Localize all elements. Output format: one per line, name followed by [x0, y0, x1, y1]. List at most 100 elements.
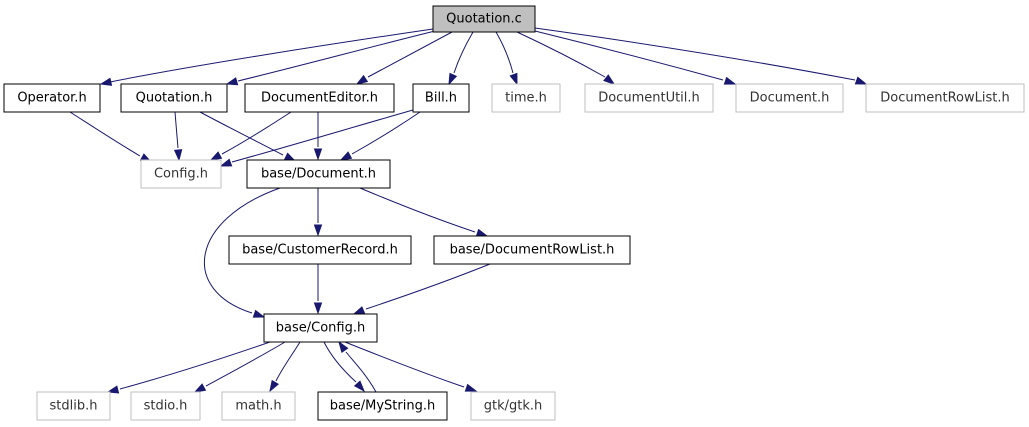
node-quotation-c[interactable]: Quotation.c: [432, 5, 536, 33]
edge-arrowhead: [448, 72, 458, 86]
edge-line: [275, 341, 301, 382]
edge-line: [221, 111, 292, 155]
node-base-config-h[interactable]: base/Config.h: [263, 313, 378, 343]
node-time-h[interactable]: time.h: [491, 83, 561, 113]
edge-arrowhead: [106, 385, 120, 394]
edge-line: [205, 341, 286, 387]
edge-arrowhead: [339, 151, 353, 161]
node-base-customerrecord-h[interactable]: base/CustomerRecord.h: [228, 235, 412, 265]
edge-arrowhead: [338, 340, 349, 354]
edge-documenteditor-h-to-config-h: [209, 111, 292, 161]
node-label: base/Document.h: [261, 167, 376, 182]
edge-quotation-c-to-quotation-h: [225, 30, 436, 86]
edge-arrowhead: [313, 302, 323, 315]
node-label: Quotation.c: [446, 12, 522, 27]
edge-quotation-c-to-time-h: [495, 31, 518, 86]
edge-quotation-c-to-bill-h: [448, 31, 474, 86]
edge-line: [516, 31, 606, 78]
node-documentutil-h[interactable]: DocumentUtil.h: [584, 83, 714, 113]
edge-arrowhead: [219, 158, 233, 167]
edge-arrowhead: [99, 77, 113, 86]
node-label: Bill.h: [425, 91, 457, 106]
edge-arrowhead: [193, 383, 207, 393]
node-config-h[interactable]: Config.h: [140, 159, 222, 189]
edge-arrowhead: [603, 74, 616, 85]
node-label: base/CustomerRecord.h: [242, 243, 398, 258]
edge-quotation-c-to-documentrowlist-h: [534, 27, 868, 85]
edge-arrowhead: [225, 77, 239, 86]
edge-arrowhead: [209, 151, 223, 161]
edge-quotation-c-to-documentutil-h: [516, 31, 616, 85]
edge-line: [199, 111, 284, 156]
node-label: Document.h: [750, 91, 830, 106]
edge-base-document-h-to-base-documentrowlist-h: [359, 187, 489, 237]
edge-operator-h-to-config-h: [69, 111, 153, 163]
node-label: gtk/gtk.h: [484, 399, 543, 414]
node-label: stdio.h: [144, 399, 188, 414]
node-quotation-h[interactable]: Quotation.h: [120, 83, 228, 113]
node-label: DocumentEditor.h: [261, 91, 378, 106]
edge-arrowhead: [464, 383, 478, 392]
node-base-documentrowlist-h[interactable]: base/DocumentRowList.h: [433, 235, 631, 265]
edge-quotation-c-to-document-h: [534, 30, 737, 85]
edge-arrowhead: [313, 148, 323, 161]
node-math-h[interactable]: math.h: [221, 391, 296, 421]
node-label: Config.h: [154, 167, 208, 182]
edge-line: [351, 111, 421, 155]
edge-arrowhead: [269, 379, 280, 393]
edge-base-config-h-to-math-h: [269, 341, 301, 393]
edge-base-document-h-to-base-config-h: [203, 187, 281, 318]
edge-base-config-h-to-gtk-gtk-h: [344, 341, 478, 392]
node-label: base/Config.h: [276, 321, 365, 336]
node-documentrowlist-h[interactable]: DocumentRowList.h: [865, 83, 1025, 113]
edge-layer: [69, 27, 868, 394]
edge-line: [365, 263, 491, 310]
edge-quotation-c-to-documenteditor-h: [355, 31, 453, 85]
edge-line: [119, 341, 271, 390]
edge-quotation-h-to-config-h: [173, 111, 183, 162]
edge-base-config-h-to-base-mystring-h: [323, 341, 366, 393]
edge-quotation-c-to-operator-h: [99, 28, 434, 86]
edge-arrowhead: [353, 380, 366, 393]
node-operator-h[interactable]: Operator.h: [3, 83, 101, 113]
edge-base-document-h-to-base-customerrecord-h: [313, 188, 323, 237]
edge-documenteditor-h-to-base-document-h: [313, 112, 323, 161]
edge-line: [534, 30, 724, 81]
edge-arrowhead: [854, 76, 868, 85]
edge-line: [367, 31, 453, 78]
edge-arrowhead: [313, 224, 323, 237]
edge-arrowhead: [252, 309, 266, 318]
node-base-document-h[interactable]: base/Document.h: [246, 159, 391, 189]
node-bill-h[interactable]: Bill.h: [412, 83, 470, 113]
node-label: DocumentRowList.h: [880, 91, 1009, 106]
edge-arrowhead: [355, 74, 369, 85]
node-label: base/MyString.h: [330, 399, 435, 414]
node-label: Operator.h: [17, 91, 86, 106]
edge-arrowhead: [723, 76, 737, 85]
node-label: stdlib.h: [50, 399, 98, 414]
edge-arrowhead: [475, 228, 489, 237]
edge-line: [344, 341, 465, 388]
edge-bill-h-to-base-document-h: [339, 111, 421, 161]
node-stdio-h[interactable]: stdio.h: [130, 391, 201, 421]
node-base-mystring-h[interactable]: base/MyString.h: [317, 391, 448, 421]
node-documenteditor-h[interactable]: DocumentEditor.h: [244, 83, 395, 113]
node-document-h[interactable]: Document.h: [735, 83, 844, 113]
edge-line: [359, 187, 476, 233]
edge-base-config-h-to-stdio-h: [193, 341, 286, 393]
edge-line: [69, 111, 141, 157]
edge-base-mystring-h-to-base-config-h: [338, 340, 377, 393]
edge-line: [174, 111, 179, 149]
edge-base-config-h-to-stdlib-h: [106, 341, 271, 394]
node-gtk-gtk-h[interactable]: gtk/gtk.h: [470, 391, 556, 421]
edge-line: [231, 109, 414, 163]
edge-arrowhead: [509, 72, 518, 86]
edge-line: [109, 28, 434, 83]
edge-line: [203, 187, 281, 314]
edge-line: [453, 31, 474, 74]
node-stdlib-h[interactable]: stdlib.h: [36, 391, 111, 421]
edge-line: [345, 351, 377, 393]
edge-bill-h-to-config-h: [219, 109, 414, 167]
edge-line: [495, 31, 514, 74]
